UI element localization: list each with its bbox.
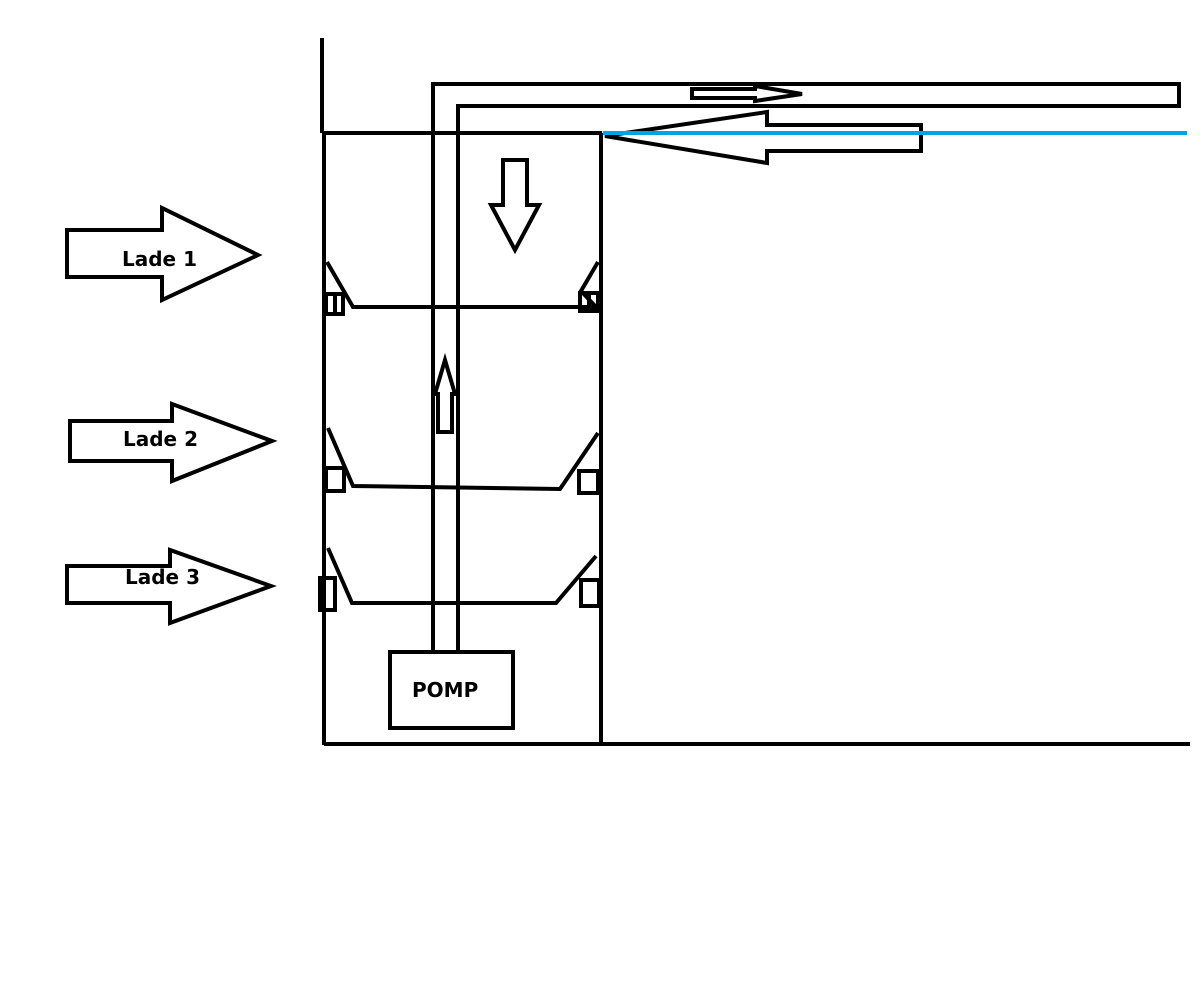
down-arrow-icon xyxy=(487,158,543,255)
supply-pipe xyxy=(431,82,1181,650)
tray-3 xyxy=(326,547,598,605)
drawer-2-label: Lade 2 xyxy=(123,427,198,451)
tray-1 xyxy=(325,260,601,309)
up-arrow-icon xyxy=(432,352,458,434)
drawer-1-arrow-icon xyxy=(65,204,263,304)
tray-2-left-bracket xyxy=(324,466,346,493)
drawer-2-arrow-icon xyxy=(68,401,278,484)
drawer-3-label: Lade 3 xyxy=(125,565,200,589)
tray-2 xyxy=(326,427,600,492)
pump-label: POMP xyxy=(412,678,478,702)
tray-3-left-bracket xyxy=(318,576,337,612)
tray-3-right-bracket xyxy=(579,578,601,608)
drawer-3-arrow-icon xyxy=(65,547,277,626)
return-arrow-left-icon xyxy=(604,109,923,166)
flow-arrow-right-icon xyxy=(690,83,803,104)
drawer-1-label: Lade 1 xyxy=(122,247,197,271)
pump-box xyxy=(388,650,515,730)
tray-2-right-bracket xyxy=(577,469,600,495)
